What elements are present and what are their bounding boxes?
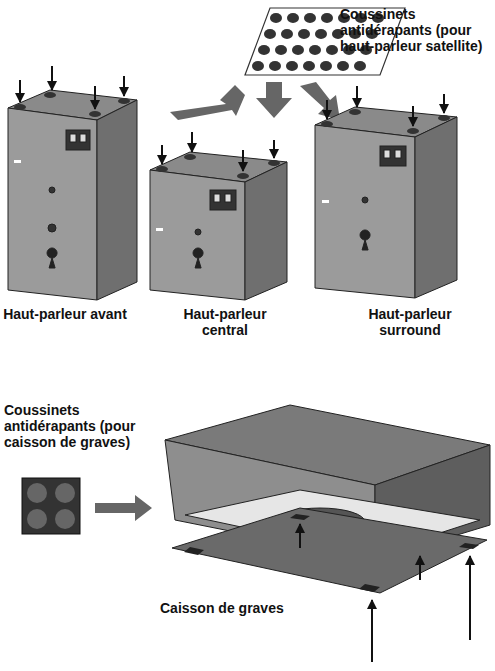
- subwoofer: [165, 405, 490, 593]
- speaker-label: Haut-parleur surround: [340, 306, 480, 338]
- front-speaker: [8, 90, 137, 300]
- pad-sheet-subwoofer: [22, 478, 80, 534]
- pad-arrows: [20, 66, 444, 171]
- speaker-label: Caisson de graves: [160, 600, 360, 616]
- surround-speaker: [315, 107, 457, 298]
- pads: [14, 92, 450, 179]
- pad-label: Coussinets antidérapants (pour haut-parl…: [340, 6, 492, 54]
- center-speaker: [150, 152, 287, 300]
- speaker-label: Haut-parleur central: [160, 306, 290, 338]
- subwoofer-pad-arrows: [300, 524, 470, 662]
- speaker-label: Haut-parleur avant: [0, 306, 130, 322]
- pad-label: Coussinets antidérapants (pour caisson d…: [4, 402, 154, 450]
